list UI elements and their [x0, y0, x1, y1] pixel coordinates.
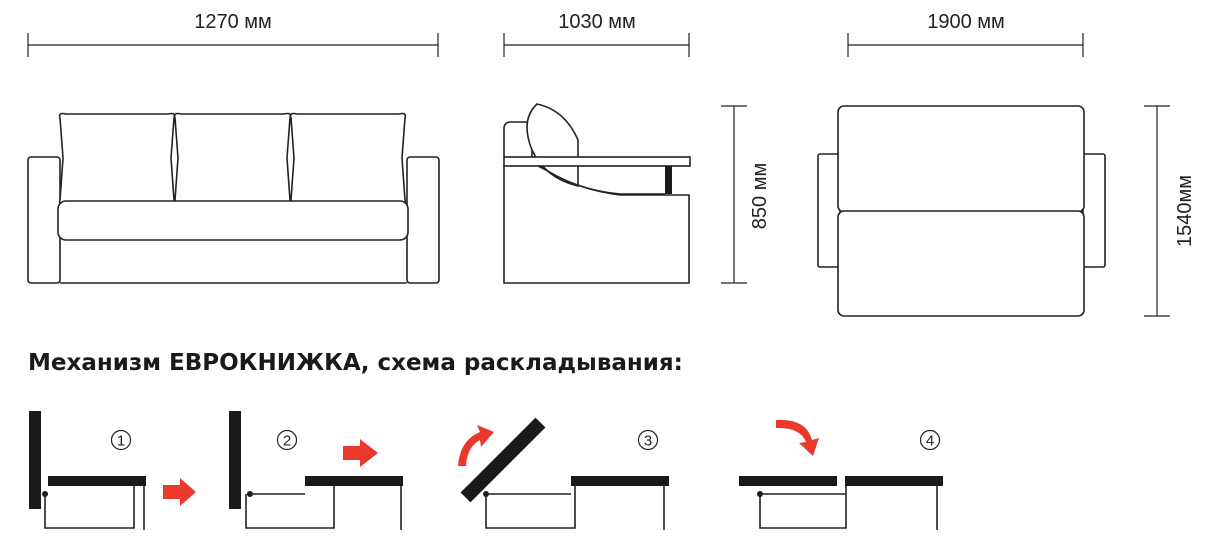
top-length-dimension: 1900 мм: [847, 11, 1084, 57]
side-height-dimension: 850 мм: [721, 105, 771, 284]
front-width-label: 1270 мм: [194, 11, 272, 33]
mechanism-title: Механизм ЕВРОКНИЖКА, схема раскладывания…: [28, 350, 683, 376]
sofa-front-view: [27, 112, 440, 284]
side-height-label: 850 мм: [749, 163, 771, 229]
sofa-top-view: [817, 105, 1106, 317]
top-width-label: 1540мм: [1174, 175, 1196, 247]
mechanism-step-2: 2: [229, 411, 403, 530]
front-width-dimension: 1270 мм: [27, 11, 439, 57]
top-length-label: 1900 мм: [927, 11, 1005, 33]
mechanism-step-4: 4: [739, 419, 943, 530]
mechanism-step-3: 3: [458, 417, 669, 530]
sofa-side-view: [503, 103, 691, 284]
top-width-dimension: 1540мм: [1144, 105, 1196, 317]
step-3-number: 3: [644, 433, 652, 450]
step-2-number: 2: [283, 433, 291, 450]
step-1-number: 1: [117, 433, 125, 450]
arrow-right-icon: [163, 478, 196, 506]
arrow-right-icon: [343, 439, 378, 467]
rotate-arrow-icon: [458, 425, 494, 466]
step-4-number: 4: [926, 433, 934, 450]
side-depth-dimension: 1030 мм: [503, 11, 690, 57]
side-depth-label: 1030 мм: [558, 11, 636, 33]
mechanism-step-1: 1: [29, 411, 196, 530]
fold-down-arrow-icon: [776, 419, 819, 456]
